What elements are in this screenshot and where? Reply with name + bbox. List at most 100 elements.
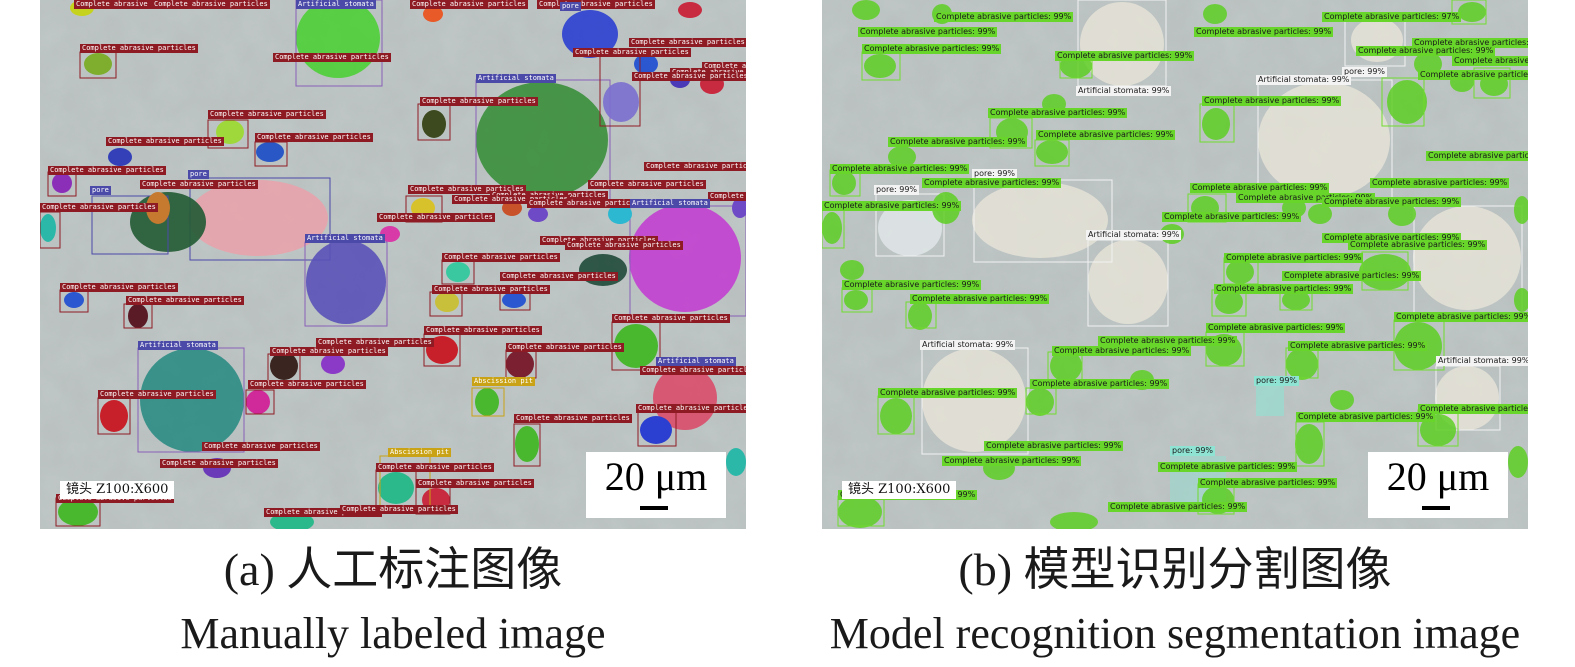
particle-mask: [603, 82, 639, 122]
stomata-tag: Artificial stomata: [296, 0, 376, 9]
manual-labeled-image: Complete abrasive particles Complete abr…: [40, 0, 746, 529]
particle-tag: Complete abrasive particles: 99%: [934, 12, 1074, 22]
model-image-canvas: [822, 0, 1528, 529]
particle-tag: Complete abrasive particles: 99%: [888, 137, 1028, 147]
stomata-tag: Artificial stomata: 99%: [1086, 230, 1182, 240]
particle-tag: Complete abrasive particles: [416, 479, 534, 488]
particle-tag: Complete abrasive particles: [500, 272, 618, 281]
stomata-tag: Artificial stomata: 99%: [1076, 86, 1172, 96]
caption-a-chinese: (a) 人工标注图像: [223, 544, 563, 595]
particle-tag: Complete abrasive particles: [612, 314, 730, 323]
particle-tag: Complete abrasive particles: [40, 203, 158, 212]
particle-tag: Complete abrasive particles: 99%: [862, 44, 1002, 54]
particle-tag: Complete abrasive particles: [106, 137, 224, 146]
particle-tag: Complete abrasive particles: [527, 199, 645, 208]
abscission-pit-tag: Abscission pit: [472, 377, 536, 386]
particle-tag: Complete abrasive particles: [565, 241, 683, 250]
particle-tag: Complete abrasive particles: 99%: [830, 164, 970, 174]
particle-tag: Complete abrasive particles: [432, 285, 550, 294]
particle-tag: Complete abrasive particles: [255, 133, 373, 142]
particle-tag: Complete abrasive particles: [74, 0, 192, 9]
particle-tag: Complete abrasive particles: 99%: [942, 456, 1082, 466]
particle-tag: Complete abrasive particles: [636, 404, 746, 413]
lens-label: 镜头 Z100:X600: [842, 481, 957, 499]
stomata-mask: [653, 366, 717, 430]
particle-tag: Complete abrasive particles: 99%: [1236, 193, 1376, 203]
particle-tag: Complete abrasive particles: [410, 0, 528, 9]
pore-tag: pore: 99%: [1170, 446, 1216, 456]
stomata-mask: [306, 240, 386, 324]
particle-tag: Complete abrasive particles: 99%: [988, 108, 1128, 118]
stomata-tag: Artificial stomata: [656, 357, 736, 366]
model-segmentation-image: Complete abrasive particles: 99% Complet…: [822, 0, 1528, 529]
particle-tag: Complete abrasive particles: [248, 380, 366, 389]
pore-tag: pore: 99%: [1254, 376, 1300, 386]
particle-tag: Complete abrasive particles: [708, 192, 746, 201]
particle-tag: Complete abrasive particles: 99%: [1322, 233, 1462, 243]
stomata-mask: [629, 204, 741, 312]
stomata-tag: Artificial stomata: [305, 234, 385, 243]
particle-tag: Complete abrasive particles: 99%: [822, 201, 962, 211]
particle-tag: Complete abrasive particles: [629, 38, 746, 47]
particle-tag: Complete abrasive particles: 99%: [1030, 379, 1170, 389]
particle-tag: Complete abrasive particles: 99%: [1356, 46, 1496, 56]
particle-tag: Complete abrasive particles: 99%: [1098, 336, 1238, 346]
pore-tag: pore: [560, 2, 581, 11]
caption-b-chinese: (b) 模型识别分割图像: [958, 544, 1392, 595]
particle-tag: Complete abrasive particles: [98, 390, 216, 399]
particle-tag: Complete abrasive particles: [540, 236, 658, 245]
particle-tag: Complete abrasive particles: [140, 180, 258, 189]
particle-tag: Complete abrasive particles: [376, 463, 494, 472]
stomata-tag: Artificial stomata: [138, 341, 218, 350]
particle-tag: Complete abrasive particles: 99%: [1162, 212, 1302, 222]
particle-tag: Complete abrasive particles: 99%: [1198, 478, 1338, 488]
pore-tag: pore: 99%: [1342, 67, 1388, 77]
particle-tag: Complete abrasive particles: 99%: [1158, 462, 1298, 472]
particle-tag: Complete abrasive particles: 99%: [1296, 412, 1436, 422]
particle-tag: Complete abrasive particles: [202, 442, 320, 451]
particle-tag: Complete abrasive particles: [208, 110, 326, 119]
caption-a-english: Manually labeled image: [180, 609, 606, 658]
stomata-mask: [140, 348, 244, 452]
particle-tag: Complete abrasive particles: [442, 253, 560, 262]
stomata-tag: Artificial stomata: 99%: [920, 340, 1016, 350]
particle-tag: Complete abrasive particles: 99%: [1394, 312, 1528, 322]
scale-bar-box: 20 μm: [1368, 452, 1508, 518]
lens-label: 镜头 Z100:X600: [60, 481, 175, 499]
pore-mask: [562, 10, 618, 58]
particle-tag: Complete abrasive particles: [537, 0, 655, 9]
stomata-tag: Artificial stomata: [476, 74, 556, 83]
particle-tag: Complete abrasive particles: 99%: [1412, 38, 1528, 48]
particle-tag: Complete abrasive particles: [270, 347, 388, 356]
particle-tag: Complete abrasive particles: [264, 508, 382, 517]
pore-box: [91, 195, 169, 255]
stomata-tag: Artificial stomata: [630, 199, 710, 208]
particle-tag: Complete abrasive particles: 99%: [910, 294, 1050, 304]
stomata-box: [295, 0, 383, 87]
particle-tag: Complete abrasive particles: 97%: [1322, 12, 1462, 22]
particle-tag: Complete abrasive particles: [126, 296, 244, 305]
particle-tag: Complete abrasive particles: 99%: [1418, 404, 1528, 414]
particle-tag: Complete abrasive particles: [506, 343, 624, 352]
particle-tag: Complete abrasive particles: 99%: [842, 280, 982, 290]
particle-tag: Complete abrasive particles: [316, 338, 434, 347]
particle-tag: Complete abrasive particles: [424, 326, 542, 335]
particle-tag: Complete abrasive particles: [632, 72, 746, 81]
particle-tag: Complete abrasive particles: 99%: [1194, 27, 1334, 37]
particle-tag: Complete abrasive particles: 99%: [1426, 151, 1528, 161]
pore-tag: pore: 99%: [874, 185, 920, 195]
particle-tag: Complete abrasive particles: [80, 44, 198, 53]
stomata-mask: [296, 0, 380, 78]
particle-tag: Complete abrasive particles: 99%: [1206, 323, 1346, 333]
particle-tag: Complete abrasive particles: [514, 414, 632, 423]
caption-b-english: Model recognition segmentation image: [829, 609, 1521, 658]
particle-tag: Complete abrasive particles: [702, 62, 746, 71]
particle-tag: Complete abrasive particles: 99%: [858, 27, 998, 37]
particle-tag: Complete abrasive particles: [340, 505, 458, 514]
particle-tag: Complete abrasive particles: 99%: [984, 441, 1124, 451]
particle-tag: Complete abrasive particles: [60, 283, 178, 292]
particle-tag: Complete abrasive particles: 99%: [1202, 96, 1342, 106]
scale-bar: [1422, 506, 1450, 510]
particle-mask: [579, 254, 627, 286]
scale-bar-label: 20 μm: [604, 454, 708, 499]
